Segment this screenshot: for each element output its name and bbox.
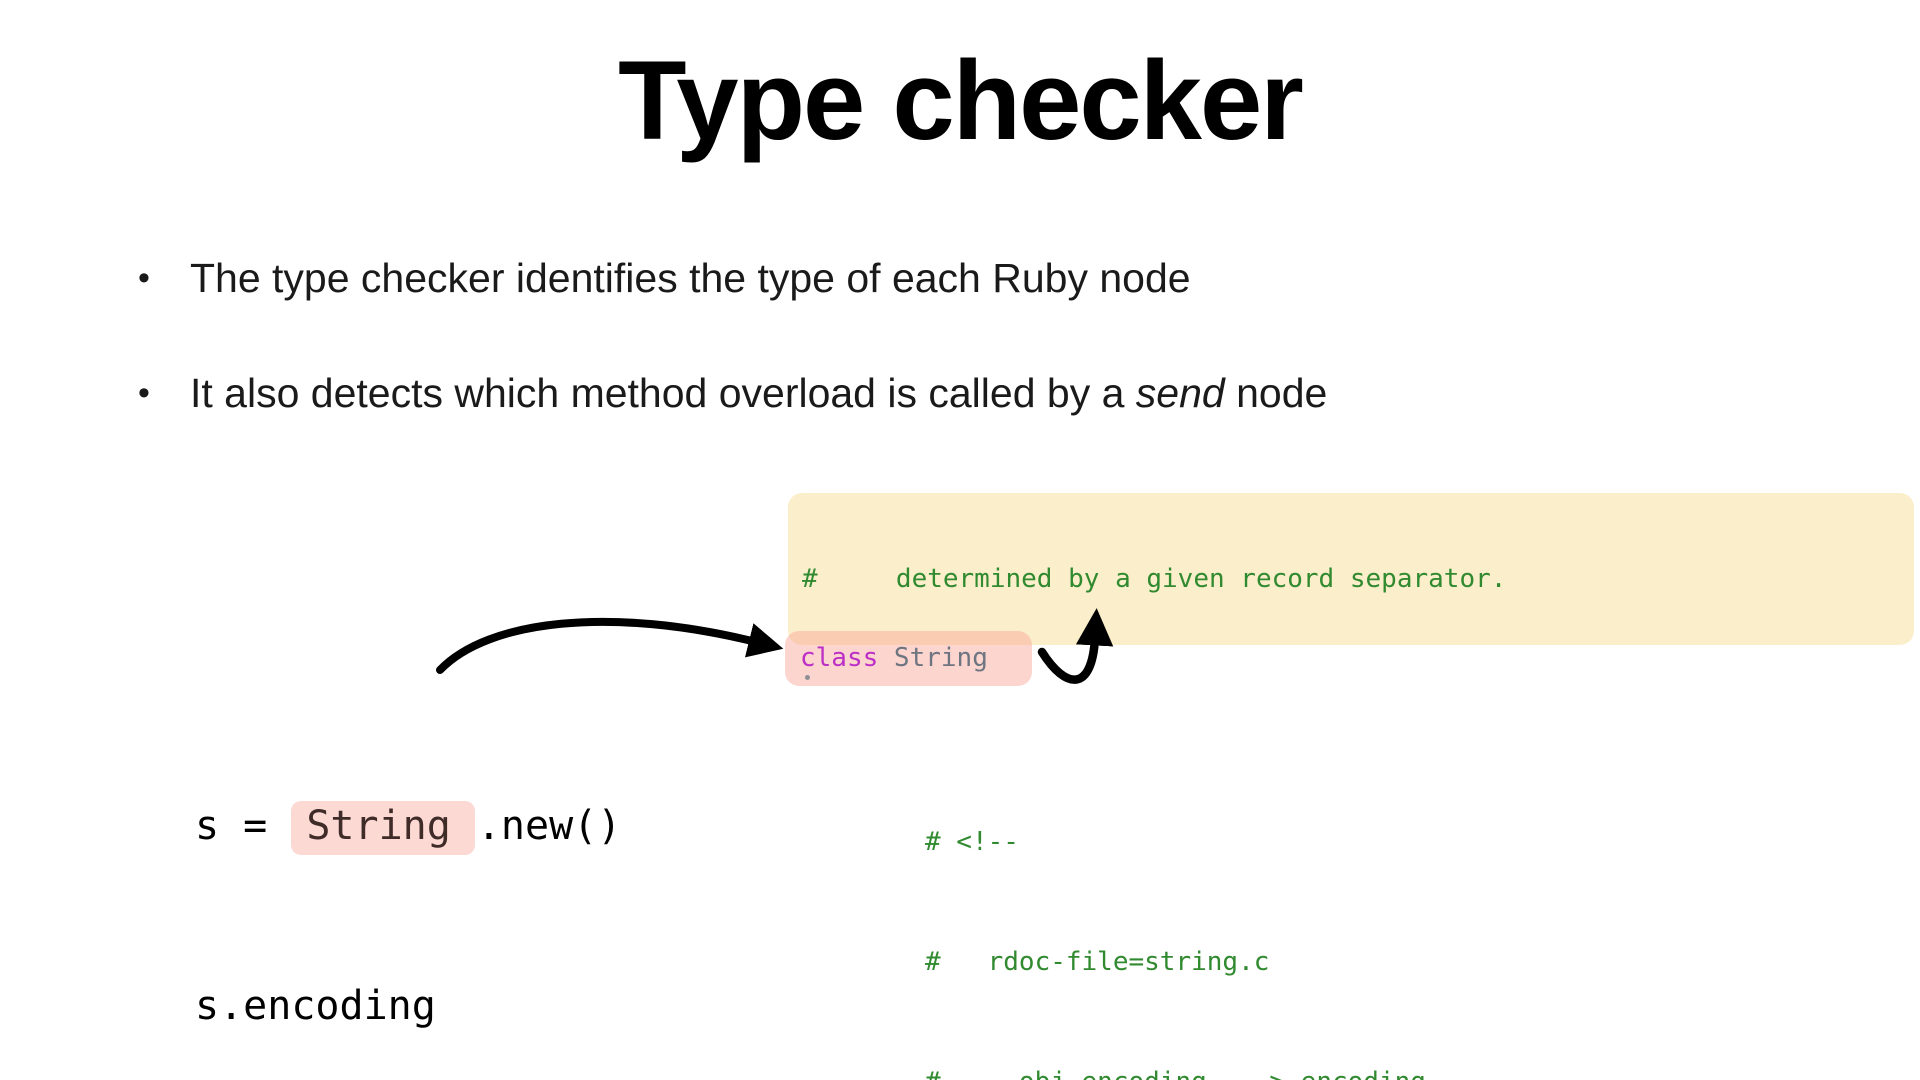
example-line-2: s.encoding [195, 983, 436, 1029]
rdoc-line: # determined by a given record separator… [802, 564, 1507, 594]
class-keyword: class [800, 643, 879, 673]
string-receiver-highlight: String [291, 801, 475, 855]
bullet-item-1: • The type checker identifies the type o… [138, 255, 1191, 302]
rdoc-tooltip: # determined by a given record separator… [788, 493, 1914, 645]
example-line-1: s = String.new() [195, 796, 621, 856]
bullet-item-2: • It also detects which method overload … [138, 370, 1327, 417]
class-string-highlight: class String [785, 631, 1032, 686]
bullet-1-pre: The type checker identifies the type of … [190, 255, 1191, 301]
bullet-dot: • [138, 374, 150, 412]
bullet-text-1: The type checker identifies the type of … [190, 255, 1191, 302]
sig-comment-line: # <!-- [925, 827, 1019, 857]
bullet-text-2: It also detects which method overload is… [190, 370, 1327, 417]
resolve-class-arrow [436, 617, 784, 674]
example-code: s = String.new() s.encoding [195, 676, 621, 1080]
bullet-2-post: node [1224, 370, 1328, 416]
example-prefix: s = [195, 803, 292, 849]
page-title: Type checker [618, 38, 1304, 163]
sig-comment-line: # rdoc-file=string.c [925, 947, 1270, 977]
sig-comment-line: # - obj.encoding -> encoding [925, 1062, 1920, 1080]
bullet-2-italic: send [1135, 370, 1225, 416]
bullet-dot: • [138, 259, 150, 297]
class-name: String [878, 643, 988, 673]
method-signature-block: # <!-- # rdoc-file=string.c # - obj.enco… [925, 742, 1920, 1080]
clipped-char-dot [805, 675, 810, 680]
bullet-2-pre: It also detects which method overload is… [190, 370, 1136, 416]
example-suffix: .new() [476, 803, 622, 849]
